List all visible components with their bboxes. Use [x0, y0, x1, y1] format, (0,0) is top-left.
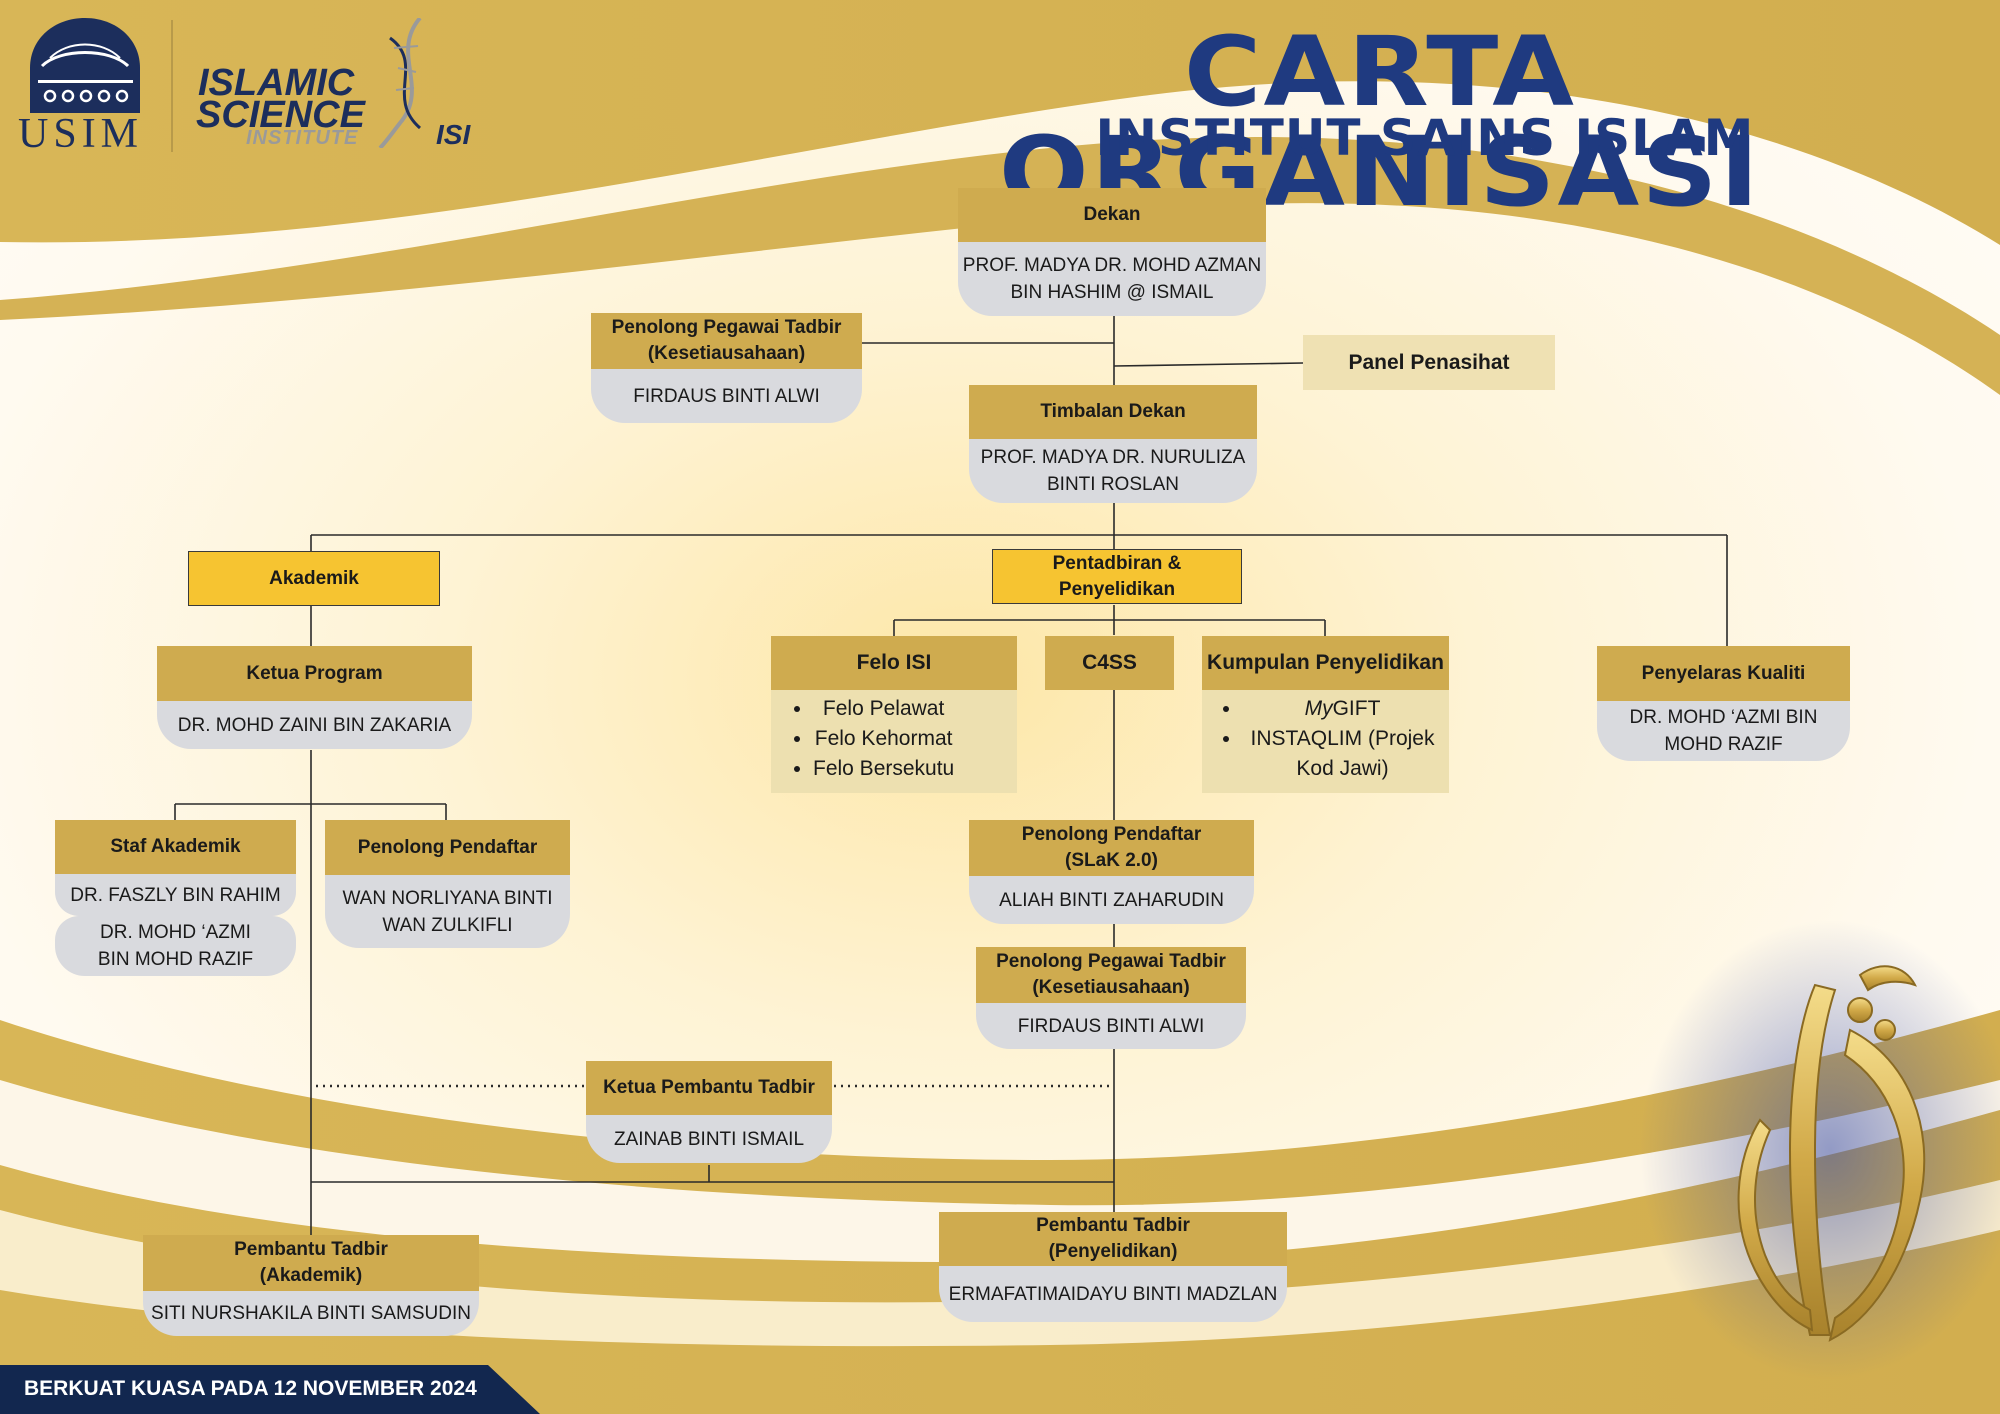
node-pembantu-tadbir-penyelidikan: Pembantu Tadbir (Penyelidikan) ERMAFATIM…: [939, 1212, 1287, 1322]
logo-divider: [171, 20, 173, 152]
node-pentadbiran: Pentadbiran & Penyelidikan: [992, 549, 1242, 604]
list-item: Felo Kehormat: [813, 724, 954, 754]
italic-prefix: My: [1304, 697, 1333, 720]
node-dekan: Dekan PROF. MADYA DR. MOHD AZMAN BIN HAS…: [958, 188, 1266, 316]
list-item: MyGIFT: [1242, 694, 1443, 724]
node-ketua-program: Ketua Program DR. MOHD ZAINI BIN ZAKARIA: [157, 646, 472, 749]
footer-effective-date: BERKUAT KUASA PADA 12 NOVEMBER 2024: [24, 1377, 477, 1400]
node-title: Timbalan Dekan: [969, 385, 1257, 439]
node-staf-akademik: Staf Akademik DR. FASZLY BIN RAHIM DR. M…: [55, 820, 296, 976]
node-name: ZAINAB BINTI ISMAIL: [586, 1115, 832, 1163]
bottom-wave-highlight-2: [0, 1180, 2000, 1347]
node-felo-isi: Felo ISI Felo Pelawat Felo Kehormat Felo…: [771, 636, 1017, 793]
node-title: Penolong Pegawai Tadbir (Kesetiausahaan): [976, 947, 1246, 1003]
node-title: Staf Akademik: [55, 820, 296, 874]
node-panel-penasihat: Panel Penasihat: [1303, 335, 1555, 390]
science-text: SCIENCE: [196, 94, 365, 136]
node-title: Ketua Program: [157, 646, 472, 701]
node-ppt-mid: Penolong Pegawai Tadbir (Kesetiausahaan)…: [976, 947, 1246, 1049]
dna-helix-icon: [378, 18, 422, 148]
islamic-text: ISLAMIC: [198, 62, 355, 104]
node-ppt-top: Penolong Pegawai Tadbir (Kesetiausahaan)…: [591, 313, 862, 423]
node-name: SITI NURSHAKILA BINTI SAMSUDIN: [143, 1291, 479, 1336]
node-title: Felo ISI: [771, 636, 1017, 690]
top-wave-ribbon: [0, 136, 2000, 395]
node-title: Pembantu Tadbir (Penyelidikan): [939, 1212, 1287, 1266]
emblem-glow: [1640, 920, 2000, 1380]
node-timbalan-dekan: Timbalan Dekan PROF. MADYA DR. NURULIZA …: [969, 385, 1257, 503]
list-item: INSTAQLIM (Projek Kod Jawi): [1242, 724, 1443, 784]
node-title: Kumpulan Penyelidikan: [1202, 636, 1449, 690]
node-name: DR. MOHD ‘AZMI BIN MOHD RAZIF: [1597, 701, 1850, 761]
node-name: FIRDAUS BINTI ALWI: [591, 369, 862, 423]
node-title: Dekan: [958, 188, 1266, 242]
usim-crest-icon: [30, 18, 140, 113]
institute-text: INSTITUTE: [246, 127, 359, 149]
node-penolong-pendaftar-slak: Penolong Pendaftar (SLaK 2.0) ALIAH BINT…: [969, 820, 1254, 924]
node-name: FIRDAUS BINTI ALWI: [976, 1003, 1246, 1049]
isi-text: ISI: [436, 119, 471, 150]
list-item: Felo Bersekutu: [813, 754, 954, 784]
node-list: MyGIFT INSTAQLIM (Projek Kod Jawi): [1202, 690, 1449, 793]
node-penyelaras-kualiti: Penyelaras Kualiti DR. MOHD ‘AZMI BIN MO…: [1597, 646, 1850, 761]
node-penolong-pendaftar: Penolong Pendaftar WAN NORLIYANA BINTI W…: [325, 820, 570, 948]
node-list: Felo Pelawat Felo Kehormat Felo Bersekut…: [771, 690, 1017, 793]
calligraphy-emblem-icon: [1737, 965, 1926, 1342]
node-ketua-pembantu-tadbir: Ketua Pembantu Tadbir ZAINAB BINTI ISMAI…: [586, 1061, 832, 1163]
node-title: Pembantu Tadbir (Akademik): [143, 1235, 479, 1291]
node-name: DR. MOHD ZAINI BIN ZAKARIA: [157, 701, 472, 749]
node-title: Penyelaras Kualiti: [1597, 646, 1850, 701]
node-name: PROF. MADYA DR. MOHD AZMAN BIN HASHIM @ …: [958, 242, 1266, 316]
node-name-2: DR. MOHD ‘AZMI BIN MOHD RAZIF: [55, 916, 296, 976]
usim-logo-text: USIM: [18, 111, 144, 157]
footer-band: [0, 1365, 540, 1414]
page-subtitle: INSTITUT SAINS ISLAM: [1095, 109, 1755, 167]
node-kumpulan-penyelidikan: Kumpulan Penyelidikan MyGIFT INSTAQLIM (…: [1202, 636, 1449, 793]
node-c4ss: C4SS: [1045, 636, 1174, 690]
top-wave: [0, 0, 2000, 245]
node-title: Penolong Pendaftar (SLaK 2.0): [969, 820, 1254, 876]
node-name: ERMAFATIMAIDAYU BINTI MADZLAN: [939, 1266, 1287, 1322]
item-text: GIFT: [1332, 697, 1381, 720]
list-item: Felo Pelawat: [813, 694, 954, 724]
node-name-1: DR. FASZLY BIN RAHIM: [55, 874, 296, 916]
node-pembantu-tadbir-akademik: Pembantu Tadbir (Akademik) SITI NURSHAKI…: [143, 1235, 479, 1336]
node-name: ALIAH BINTI ZAHARUDIN: [969, 876, 1254, 924]
node-title: Penolong Pegawai Tadbir (Kesetiausahaan): [591, 313, 862, 369]
node-title: Penolong Pendaftar: [325, 820, 570, 875]
bottom-wave-highlight: [0, 1080, 2000, 1263]
node-title: Ketua Pembantu Tadbir: [586, 1061, 832, 1115]
node-name: WAN NORLIYANA BINTI WAN ZULKIFLI: [325, 875, 570, 948]
node-name: PROF. MADYA DR. NURULIZA BINTI ROSLAN: [969, 439, 1257, 503]
node-akademik: Akademik: [188, 551, 440, 606]
